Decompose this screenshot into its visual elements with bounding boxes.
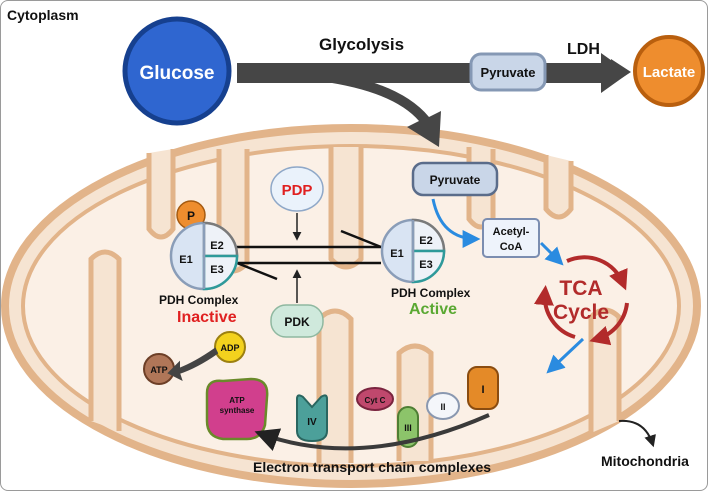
glucose-label: Glucose (140, 63, 215, 84)
pyruvate-cytoplasm-label: Pyruvate (481, 65, 536, 80)
pdp-node (270, 166, 324, 212)
pdh-complex-active: E1 E2 E3 (380, 218, 446, 284)
complex-iv-label: IV (307, 417, 317, 428)
complex-iii-node (397, 406, 419, 448)
cytoplasm-title: Cytoplasm (7, 7, 79, 23)
etc-label: Electron transport chain complexes (253, 459, 492, 475)
tca-label-2: Cycle (553, 301, 609, 324)
acetyl-coa-label-1: Acetyl- (493, 226, 530, 238)
ldh-label: LDH (567, 41, 600, 58)
pdh-active-state: Active (409, 301, 458, 318)
tca-to-complex-i-arrow (546, 337, 585, 374)
cyt-c-label: Cyt C (365, 396, 386, 405)
acetyl-coa-label-2: CoA (500, 241, 523, 253)
atp-synthase-label-1: ATP (229, 396, 245, 405)
tca-cycle-arrows (533, 255, 629, 346)
glucose-node (122, 16, 232, 126)
lactate-label: Lactate (643, 64, 696, 81)
pdk-node (270, 304, 324, 338)
pyruvate-import-arrow (319, 71, 441, 147)
tca-label-1: TCA (559, 277, 602, 300)
pdh-inactive-name: PDH Complex (159, 293, 239, 307)
atp-synthase-label-2: synthase (220, 406, 255, 415)
inactive-e3-label: E3 (210, 264, 223, 276)
pyruvate-mito-label: Pyruvate (430, 173, 481, 187)
active-e3-label: E3 (419, 259, 432, 271)
adp-to-atp-arrow (167, 347, 219, 381)
inactive-e2-label: E2 (210, 240, 223, 252)
pyruvate-cytoplasm-node (469, 52, 547, 92)
pdp-label: PDP (282, 182, 313, 199)
pdk-label: PDK (284, 315, 310, 329)
lactate-node (633, 35, 705, 107)
complex-i-label: I (481, 384, 484, 396)
etc-to-synthase-arrow (254, 413, 490, 451)
active-e1-label: E1 (390, 248, 403, 260)
pyruvate-mito-node (411, 161, 499, 197)
complex-ii-label: II (440, 402, 445, 412)
adp-node (214, 331, 246, 363)
mitochondria-label: Mitochondria (601, 453, 689, 469)
acetyl-coa-node (482, 218, 540, 258)
cyt-c-node (356, 387, 394, 411)
pyruvate-to-acetyl-arrow (431, 198, 481, 248)
active-e2-label: E2 (419, 235, 432, 247)
pdh-inactive-state: Inactive (177, 309, 237, 326)
complex-iii-label: III (404, 423, 412, 433)
inactive-e1-label: E1 (179, 254, 192, 266)
atp-synthase-node (205, 377, 269, 441)
phosphate-label: P (187, 209, 195, 223)
pdh-equilibrium-arrows (236, 229, 382, 281)
acetyl-to-tca-arrow (539, 241, 564, 266)
pdh-active-name: PDH Complex (391, 286, 471, 300)
complex-i-node (467, 366, 499, 410)
pdh-complex-inactive: P E1 E2 E3 (169, 200, 239, 291)
mitochondria-pointer-arrow (618, 419, 656, 448)
adp-label: ADP (220, 343, 239, 353)
atp-label: ATP (150, 365, 167, 375)
glycolysis-label: Glycolysis (319, 35, 405, 54)
complex-iv-node (296, 394, 328, 443)
ldh-arrow (549, 59, 631, 85)
complex-ii-node (426, 392, 460, 420)
